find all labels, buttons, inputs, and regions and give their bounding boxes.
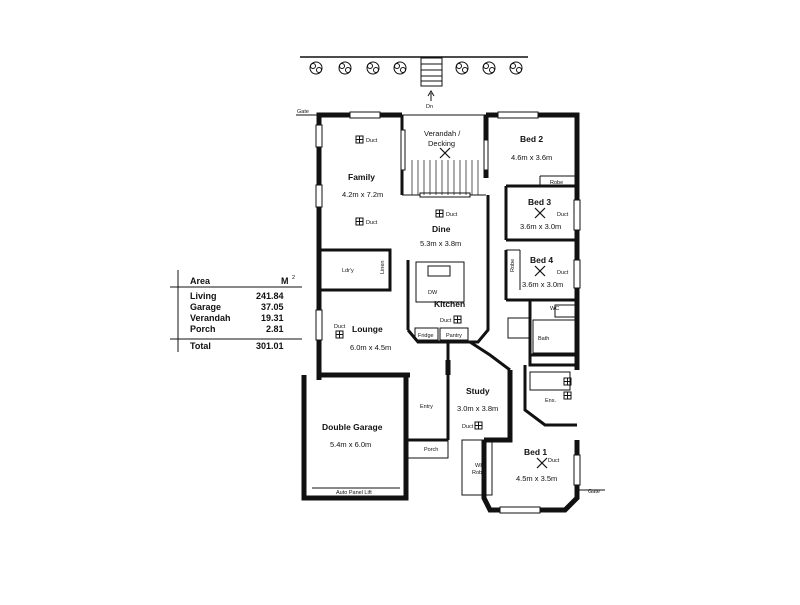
room-name-wirobe: WI bbox=[475, 463, 482, 469]
area-row-value: 2.81 bbox=[266, 324, 284, 334]
area-row-value: 241.84 bbox=[256, 291, 284, 301]
room-name-bed4: Bed 4 bbox=[530, 255, 553, 265]
shrub-row bbox=[300, 56, 528, 75]
duct-label: Duct bbox=[462, 424, 474, 430]
duct-icon bbox=[474, 421, 483, 430]
area-row-label: Garage bbox=[190, 302, 221, 312]
room-name-lounge: Lounge bbox=[352, 324, 383, 334]
fan-icon bbox=[534, 207, 546, 219]
room-name-bath: Bath bbox=[538, 336, 549, 342]
room-name-ldry: Ldr'y bbox=[342, 268, 354, 274]
duct-label: Duct bbox=[557, 270, 569, 276]
kitchen-dw-label: DW bbox=[428, 290, 438, 296]
shrub-icon bbox=[455, 61, 469, 75]
shrub-icon bbox=[366, 61, 380, 75]
room-name-kitchen: Kitchen bbox=[434, 299, 465, 309]
duct-label: Duct bbox=[366, 220, 378, 226]
stairs bbox=[420, 57, 443, 101]
duct-icon bbox=[563, 377, 572, 386]
room-name-verandah: Verandah / bbox=[424, 129, 461, 138]
room-dims-bed3: 3.6m x 3.0m bbox=[520, 222, 561, 231]
area-table: Area M 2 Living 241.84 Garage 37.05 Vera… bbox=[170, 270, 302, 352]
room-name-pantry: Pantry bbox=[446, 333, 462, 339]
room-name-dine: Dine bbox=[432, 224, 451, 234]
room-name-study: Study bbox=[466, 386, 490, 396]
room-dims-dine: 5.3m x 3.8m bbox=[420, 239, 461, 248]
duct-icon bbox=[335, 330, 344, 339]
duct-label: Duct bbox=[440, 318, 452, 324]
duct-label: Duct bbox=[446, 212, 458, 218]
area-total-value: 301.01 bbox=[256, 341, 284, 351]
shrub-icon bbox=[482, 61, 496, 75]
shrub-icon bbox=[509, 61, 523, 75]
area-row-value: 37.05 bbox=[261, 302, 284, 312]
room-name-linen: Linen bbox=[380, 261, 386, 274]
area-row-value: 19.31 bbox=[261, 313, 284, 323]
duct-icon bbox=[355, 217, 364, 226]
garage-door-label: Auto Panel Lift bbox=[336, 490, 372, 496]
room-dims-garage: 5.4m x 6.0m bbox=[330, 440, 371, 449]
gate-label-top: Gate bbox=[297, 109, 309, 115]
duct-icon bbox=[435, 209, 444, 218]
room-dims-bed1: 4.5m x 3.5m bbox=[516, 474, 557, 483]
room-name-bed3: Bed 3 bbox=[528, 197, 551, 207]
room-dims-family: 4.2m x 7.2m bbox=[342, 190, 383, 199]
interior-walls bbox=[312, 175, 577, 496]
area-row-label: Living bbox=[190, 291, 217, 301]
room-name-ens: Ens. bbox=[545, 398, 556, 404]
duct-icon bbox=[563, 391, 572, 400]
windows bbox=[315, 111, 581, 514]
duct-label: Duct bbox=[557, 212, 569, 218]
gate-label-bottom: Gate bbox=[588, 489, 600, 495]
room-name-wirobe-2: Robe bbox=[472, 470, 485, 476]
room-name-wc: WC bbox=[550, 306, 559, 312]
room-dims-bed4: 3.6m x 3.0m bbox=[522, 280, 563, 289]
shrub-icon bbox=[338, 61, 352, 75]
duct-label: Duct bbox=[334, 324, 346, 330]
fan-icon bbox=[439, 147, 451, 159]
decking bbox=[411, 160, 479, 195]
room-name-family: Family bbox=[348, 172, 375, 182]
room-name-robe-bed4: Robe bbox=[510, 259, 516, 272]
room-name-fridge: Fridge bbox=[418, 333, 434, 339]
room-name-bed2: Bed 2 bbox=[520, 134, 543, 144]
room-dims-bed2: 4.6m x 3.6m bbox=[511, 153, 552, 162]
duct-icon bbox=[453, 315, 462, 324]
fan-icon bbox=[536, 457, 548, 469]
shrub-icon bbox=[309, 61, 323, 75]
room-name-robe-bed2: Robe bbox=[550, 180, 563, 186]
room-dims-study: 3.0m x 3.8m bbox=[457, 404, 498, 413]
room-name-bed1: Bed 1 bbox=[524, 447, 547, 457]
area-table-unit: M bbox=[281, 276, 289, 286]
room-name-entry: Entry bbox=[420, 404, 433, 410]
duct-label: Duct bbox=[548, 458, 560, 464]
area-row-label: Porch bbox=[190, 324, 216, 334]
stairs-label: Dn bbox=[426, 104, 433, 110]
room-name-porch: Porch bbox=[424, 447, 438, 453]
area-table-header: Area bbox=[190, 276, 211, 286]
area-row-label: Verandah bbox=[190, 313, 231, 323]
duct-icon bbox=[355, 135, 364, 144]
room-name-garage: Double Garage bbox=[322, 422, 383, 432]
area-table-unit-sup: 2 bbox=[292, 275, 295, 281]
duct-label: Duct bbox=[366, 138, 378, 144]
room-dims-lounge: 6.0m x 4.5m bbox=[350, 343, 391, 352]
room-name-verandah-2: Decking bbox=[428, 139, 455, 148]
area-total-label: Total bbox=[190, 341, 211, 351]
fan-icon bbox=[534, 265, 546, 277]
shrub-icon bbox=[393, 61, 407, 75]
